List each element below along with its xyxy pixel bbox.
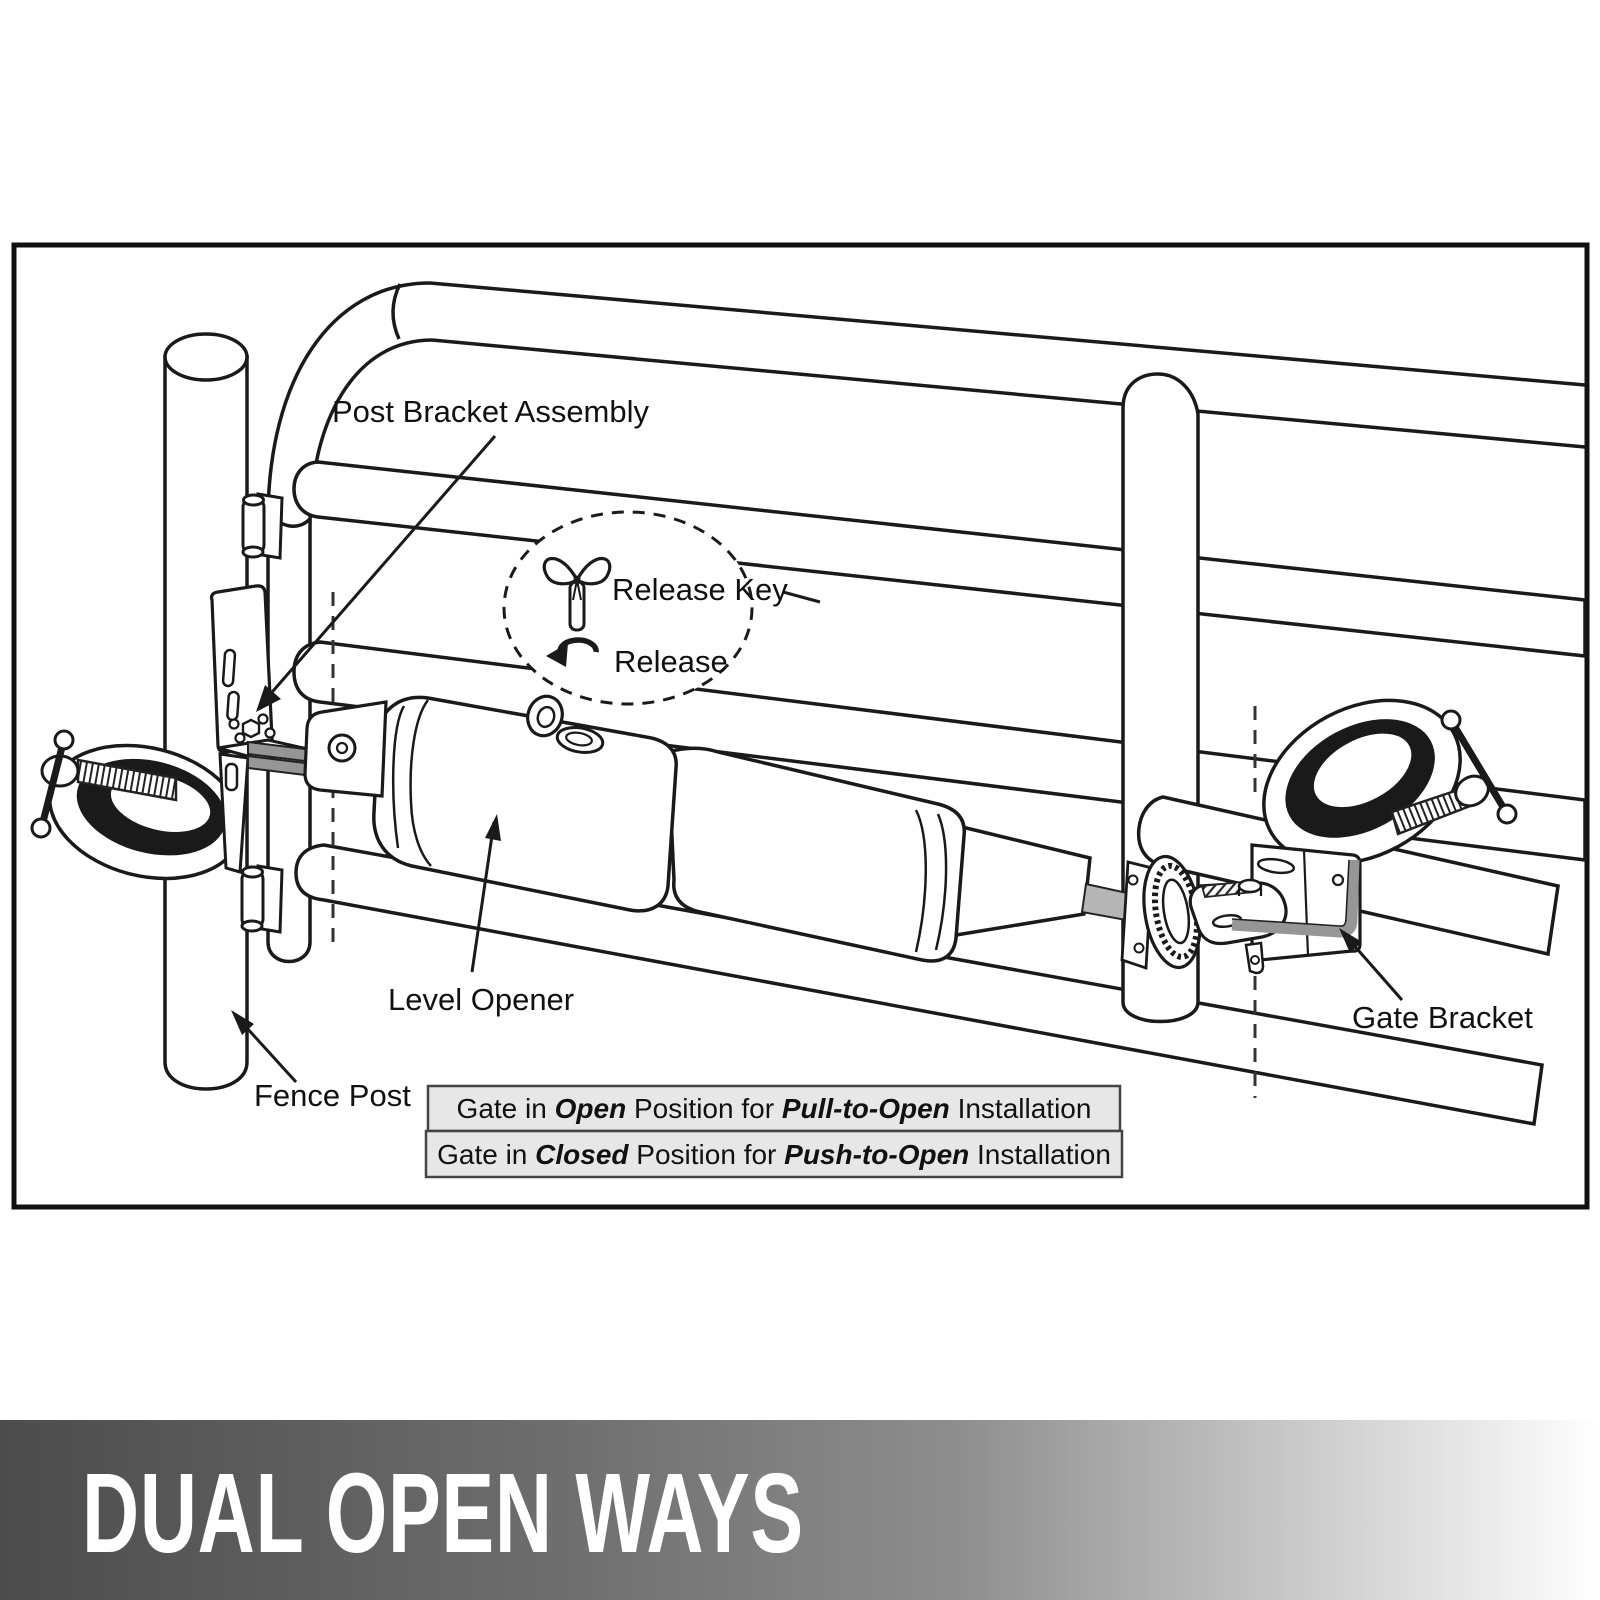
rod-end-bearing bbox=[1142, 854, 1202, 970]
caption-box-push-to-open: Gate in Closed Position for Push-to-Open… bbox=[424, 1129, 1124, 1179]
gate-rail-lower bbox=[294, 843, 1544, 1127]
post-bracket-pin bbox=[224, 762, 239, 792]
gate-bracket-strap bbox=[1231, 859, 1360, 938]
leader-lines bbox=[234, 435, 1404, 1084]
opener-collar bbox=[666, 746, 967, 963]
release-detail-bubble: Release Key Release bbox=[502, 510, 821, 706]
c-clamp-right bbox=[1262, 698, 1518, 866]
caption-push-to-open: Gate in Closed Position for Push-to-Open… bbox=[437, 1139, 1111, 1170]
level-opener-label: Level Opener bbox=[388, 982, 574, 1017]
release-rotate-icon bbox=[546, 637, 599, 667]
clamp-handle-right bbox=[1440, 709, 1518, 825]
bottom-banner: DUAL OPEN WAYS bbox=[0, 1420, 1600, 1600]
gate-top-rail bbox=[429, 281, 1586, 449]
release-key-leader-line bbox=[782, 590, 821, 604]
fence-post bbox=[163, 332, 249, 1091]
post-hinge-top bbox=[241, 492, 284, 560]
leader-arrowheads bbox=[231, 685, 1362, 1035]
gate-bracket-label: Gate Bracket bbox=[1352, 1000, 1533, 1035]
opener-release-keyhole bbox=[526, 694, 605, 754]
caption-pull-to-open: Gate in Open Position for Pull-to-Open I… bbox=[457, 1093, 1092, 1124]
release-label: Release bbox=[614, 644, 728, 679]
post-hinge-bottom bbox=[240, 864, 284, 934]
opener-clevis-tab bbox=[303, 700, 388, 798]
gate-bracket-strap-edge bbox=[1231, 859, 1350, 927]
caption-box-pull-to-open: Gate in Open Position for Pull-to-Open I… bbox=[426, 1084, 1122, 1133]
banner-title: DUAL OPEN WAYS bbox=[82, 1450, 804, 1576]
gate-rail-upper bbox=[292, 460, 1587, 658]
release-key-label: Release Key bbox=[612, 572, 788, 607]
fence-post-label: Fence Post bbox=[254, 1078, 411, 1113]
post-bracket-assembly-label: Post Bracket Assembly bbox=[332, 394, 650, 429]
release-key-icon bbox=[542, 556, 612, 632]
clamp-handle-left bbox=[30, 729, 75, 839]
